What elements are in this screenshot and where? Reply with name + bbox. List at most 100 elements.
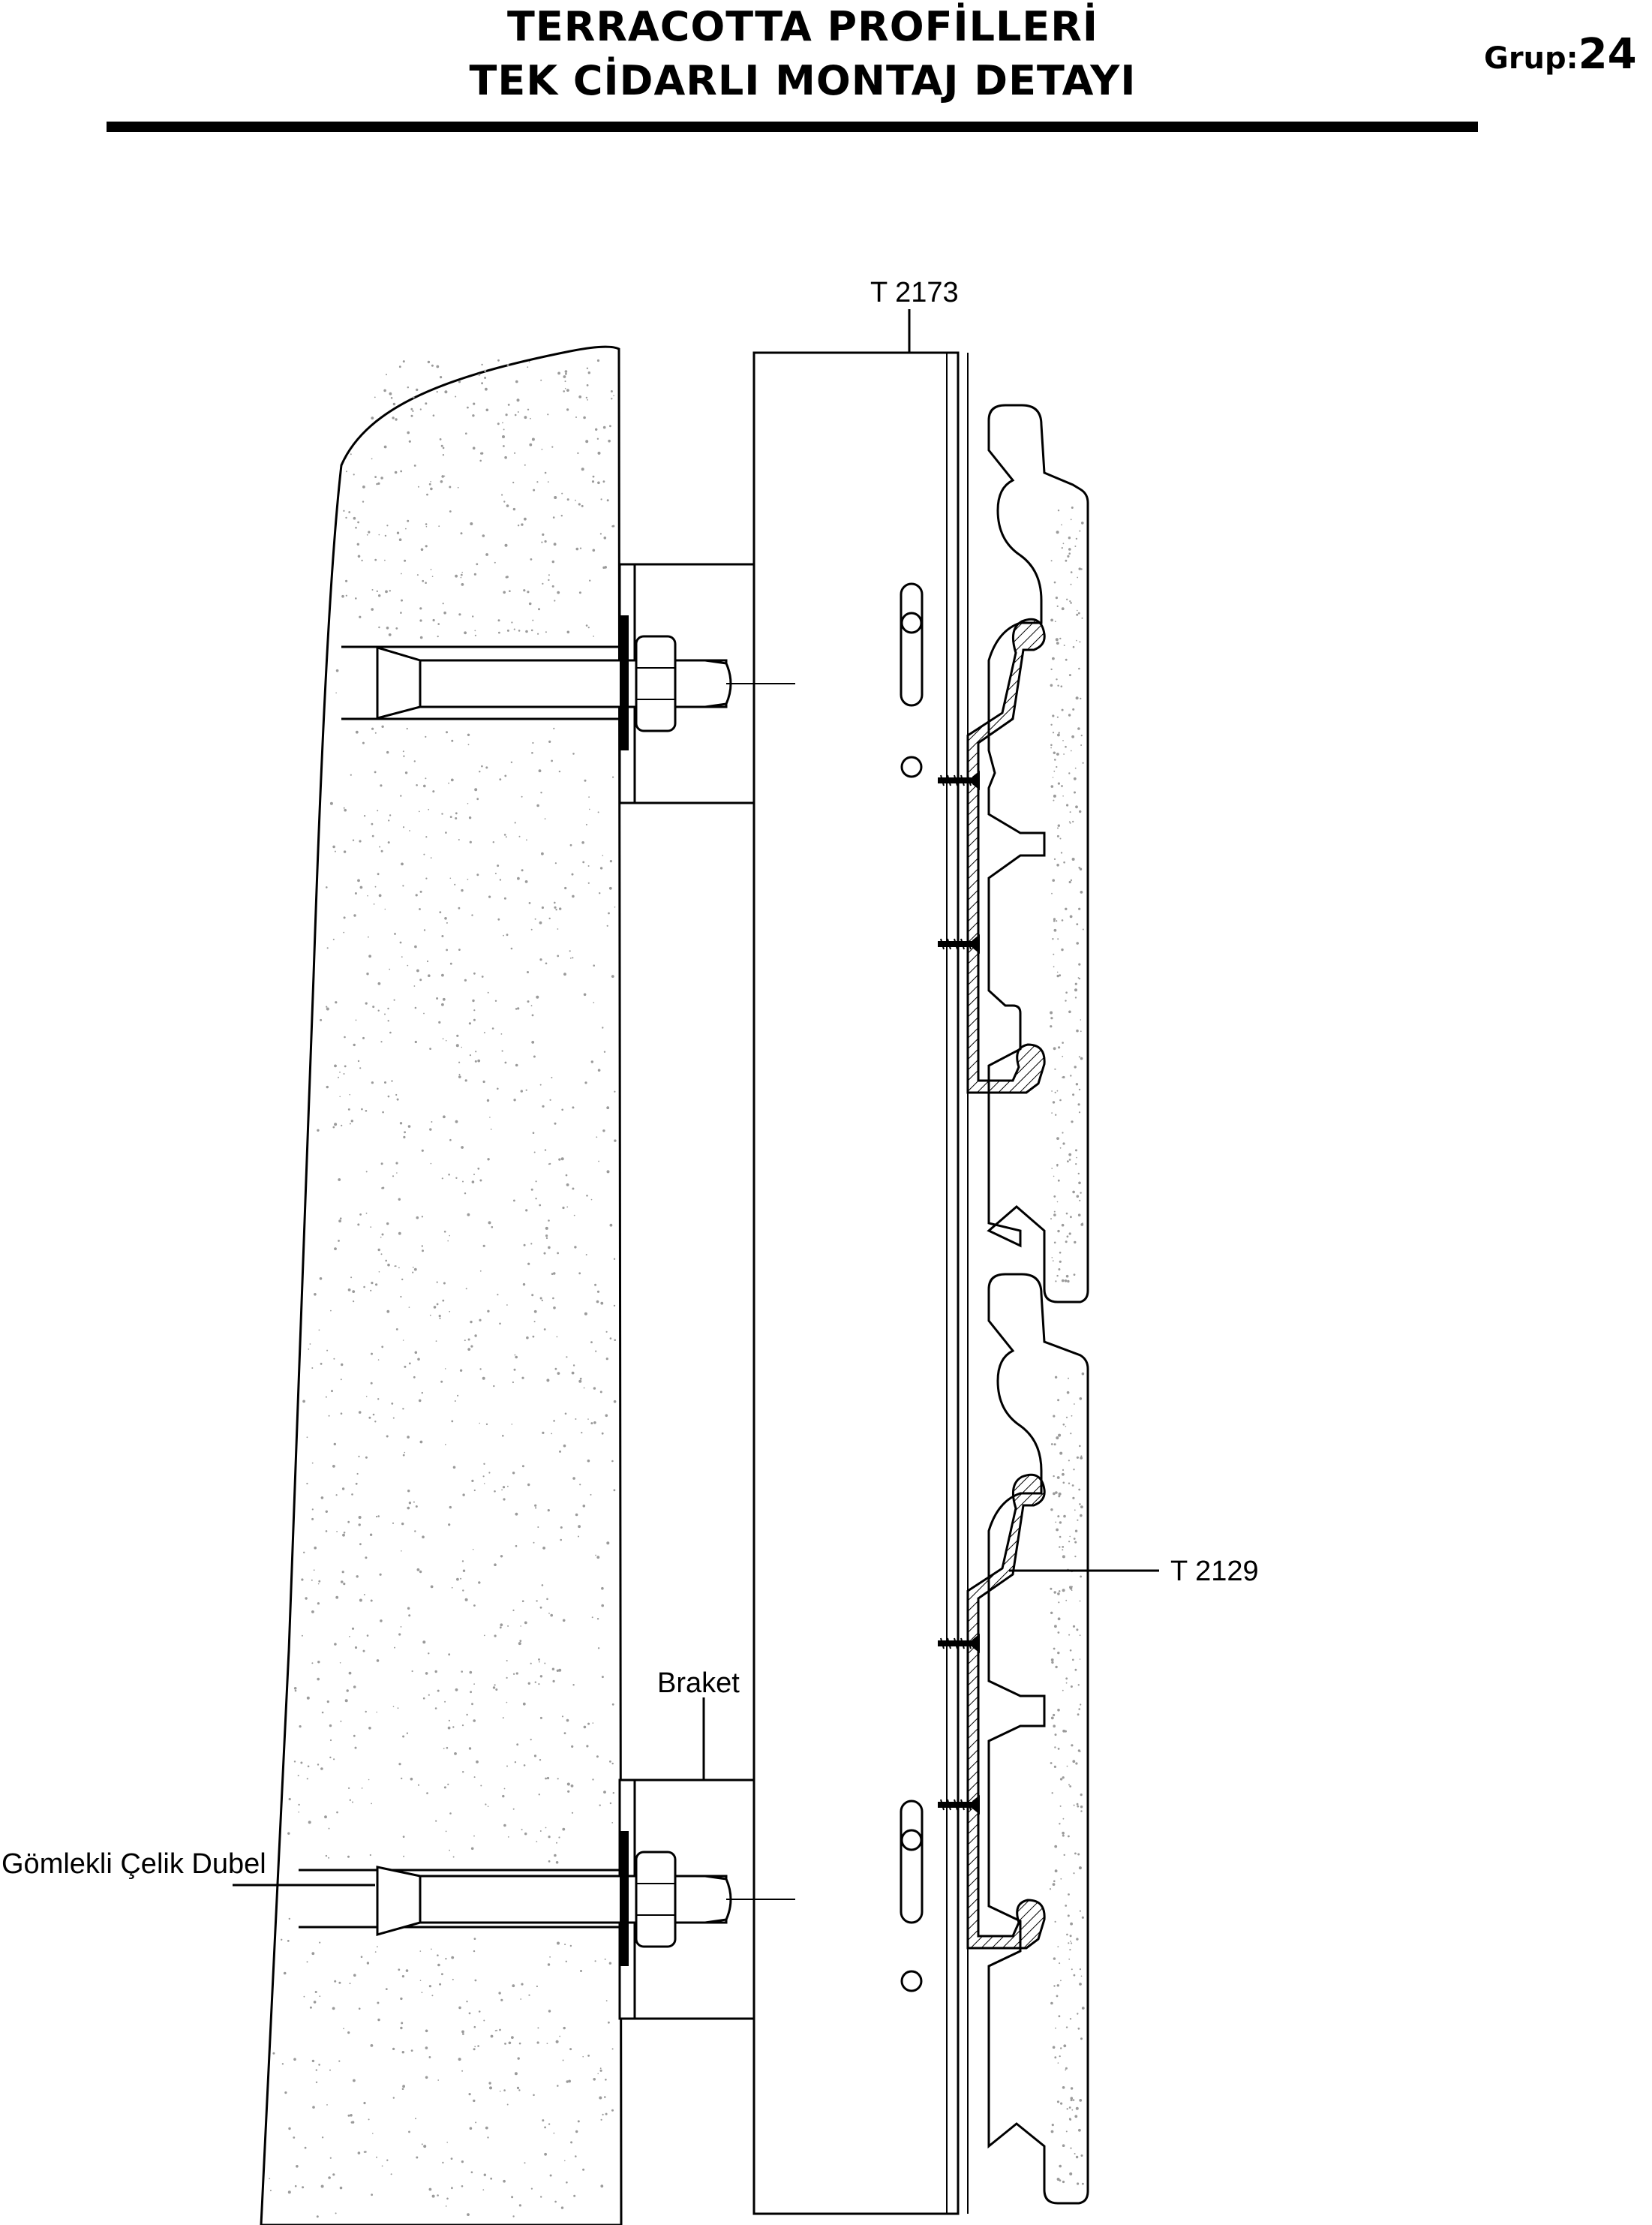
speckle-dot bbox=[545, 1237, 548, 1240]
speckle-dot bbox=[398, 1231, 401, 1235]
speckle-dot bbox=[1081, 1372, 1085, 1376]
speckle-dot bbox=[368, 531, 371, 534]
upper-washer bbox=[620, 615, 629, 750]
speckle-dot bbox=[562, 2059, 564, 2061]
speckle-dot bbox=[432, 618, 435, 622]
speckle-dot bbox=[416, 2156, 419, 2159]
speckle-dot bbox=[369, 1854, 371, 1857]
speckle-dot bbox=[1053, 1985, 1056, 1987]
speckle-dot bbox=[1077, 1853, 1080, 1856]
speckle-dot bbox=[528, 902, 531, 904]
speckle-dot bbox=[1080, 1019, 1082, 1021]
speckle-dot bbox=[1071, 507, 1074, 509]
speckle-dot bbox=[405, 1969, 409, 1972]
speckle-dot bbox=[602, 425, 606, 429]
speckle-dot bbox=[1080, 1975, 1083, 1977]
speckle-dot bbox=[598, 1160, 599, 1162]
lower-anchor-rod bbox=[419, 1875, 728, 1924]
speckle-dot bbox=[1056, 1528, 1059, 1532]
speckle-dot bbox=[380, 477, 383, 480]
speckle-dot bbox=[1062, 1469, 1065, 1471]
speckle-dot bbox=[1065, 1905, 1068, 1907]
speckle-dot bbox=[338, 2060, 341, 2062]
speckle-dot bbox=[340, 1720, 342, 1722]
speckle-dot bbox=[596, 437, 599, 440]
speckle-dot bbox=[539, 1297, 542, 1300]
speckle-dot bbox=[454, 883, 456, 885]
speckle-dot bbox=[591, 1616, 593, 1619]
speckle-dot bbox=[597, 2073, 599, 2075]
speckle-dot bbox=[419, 908, 421, 910]
speckle-dot bbox=[538, 608, 540, 611]
speckle-dot bbox=[1080, 735, 1083, 737]
speckle-dot bbox=[329, 1756, 332, 1759]
speckle-dot bbox=[560, 1538, 562, 1541]
speckle-dot bbox=[438, 1021, 441, 1024]
speckle-dot bbox=[455, 574, 458, 578]
speckle-dot bbox=[378, 534, 380, 536]
speckle-dot bbox=[492, 841, 494, 843]
speckle-dot bbox=[415, 894, 418, 897]
speckle-dot bbox=[539, 1759, 542, 1761]
speckle-dot bbox=[381, 1187, 383, 1189]
speckle-dot bbox=[356, 1575, 359, 1578]
speckle-dot bbox=[408, 440, 411, 443]
speckle-dot bbox=[1057, 1399, 1060, 1402]
speckle-dot bbox=[485, 1423, 488, 1426]
speckle-dot bbox=[521, 1983, 524, 1986]
group-key: Grup: bbox=[1484, 41, 1578, 76]
speckle-dot bbox=[584, 779, 587, 782]
speckle-dot bbox=[425, 2076, 428, 2079]
speckle-dot bbox=[371, 1282, 374, 1285]
speckle-dot bbox=[469, 1054, 472, 1057]
speckle-dot bbox=[1072, 1093, 1075, 1096]
speckle-dot bbox=[1077, 576, 1079, 579]
speckle-dot bbox=[1074, 1509, 1076, 1511]
speckle-dot bbox=[1065, 2130, 1068, 2133]
speckle-dot bbox=[1070, 1922, 1073, 1926]
speckle-dot bbox=[1053, 1713, 1056, 1717]
speckle-dot bbox=[431, 1995, 434, 1997]
speckle-dot bbox=[1078, 1708, 1080, 1710]
speckle-dot bbox=[344, 1036, 346, 1039]
speckle-dot bbox=[544, 1662, 546, 1664]
speckle-dot bbox=[1065, 2026, 1068, 2028]
speckle-dot bbox=[349, 1123, 351, 1125]
speckle-dot bbox=[547, 1963, 551, 1966]
speckle-dot bbox=[1054, 621, 1056, 623]
speckle-dot bbox=[486, 1099, 490, 1102]
speckle-dot bbox=[384, 1013, 386, 1015]
speckle-dot bbox=[521, 795, 523, 798]
speckle-dot bbox=[1068, 1541, 1071, 1543]
speckle-dot bbox=[1062, 1549, 1064, 1551]
speckle-dot bbox=[432, 790, 435, 793]
speckle-dot bbox=[339, 1072, 341, 1073]
speckle-dot bbox=[1070, 2147, 1072, 2149]
speckle-dot bbox=[1051, 1792, 1053, 1794]
speckle-dot bbox=[483, 2019, 485, 2022]
speckle-dot bbox=[514, 1761, 517, 1763]
speckle-dot bbox=[1061, 708, 1064, 711]
speckle-dot bbox=[563, 390, 565, 392]
speckle-dot bbox=[540, 379, 542, 381]
speckle-dot bbox=[533, 1321, 536, 1323]
screw bbox=[938, 1795, 980, 1815]
speckle-dot bbox=[587, 2055, 590, 2057]
speckle-dot bbox=[432, 414, 435, 416]
speckle-dot bbox=[1071, 858, 1075, 861]
speckle-dot bbox=[1057, 2062, 1059, 2064]
speckle-dot bbox=[1079, 2099, 1083, 2102]
speckle-dot bbox=[566, 2080, 569, 2083]
speckle-dot bbox=[1053, 1765, 1056, 1768]
speckle-dot bbox=[569, 950, 571, 952]
speckle-dot bbox=[1077, 2182, 1080, 2185]
speckle-dot bbox=[425, 2029, 428, 2033]
speckle-dot bbox=[402, 1836, 405, 1839]
speckle-dot bbox=[1053, 966, 1055, 968]
speckle-dot bbox=[473, 1018, 476, 1021]
speckle-dot bbox=[288, 1917, 290, 1920]
speckle-dot bbox=[306, 1696, 310, 1700]
speckle-dot bbox=[1078, 1088, 1081, 1091]
speckle-dot bbox=[614, 1090, 616, 1093]
speckle-dot bbox=[575, 499, 576, 501]
